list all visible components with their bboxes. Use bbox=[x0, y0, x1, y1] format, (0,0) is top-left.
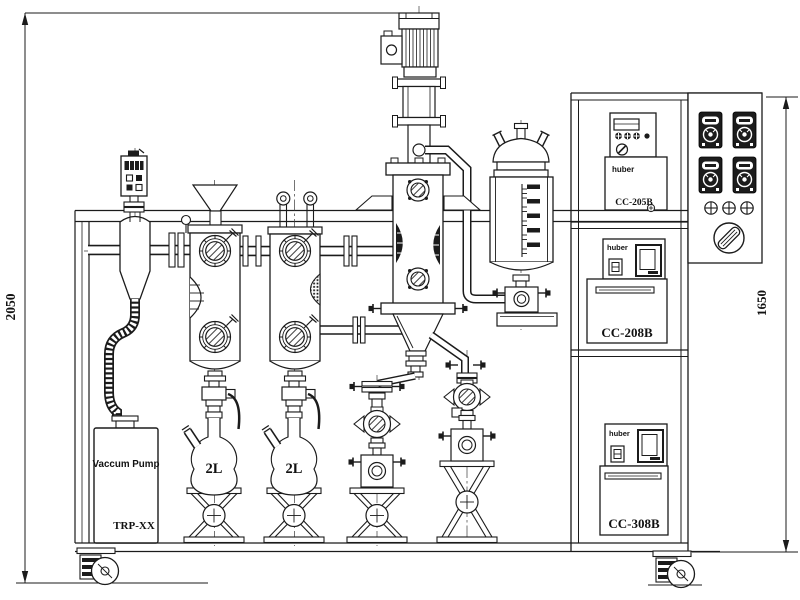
chiller-brand: huber bbox=[612, 165, 634, 174]
chiller-cc308b: huber CC-308B bbox=[599, 423, 669, 536]
vacuum-hose bbox=[104, 299, 140, 418]
support-shelf bbox=[496, 312, 558, 327]
chiller-brand: huber bbox=[609, 429, 630, 438]
feed-valve-block bbox=[491, 286, 552, 313]
main-power-knob bbox=[713, 222, 745, 254]
vacuum-line: Vaccum Pump TRP-XX bbox=[93, 148, 160, 544]
vent-port bbox=[276, 191, 291, 206]
drive-motor bbox=[380, 12, 446, 164]
feed-vessel bbox=[489, 122, 558, 327]
chiller-model-308b: CC-308B bbox=[608, 516, 660, 531]
discharge-stack-2 bbox=[428, 331, 498, 544]
scissor-jack-2 bbox=[263, 487, 325, 544]
panel-screw-2 bbox=[722, 201, 736, 215]
graduation-scale bbox=[521, 184, 540, 257]
panel-controller-1 bbox=[698, 111, 723, 149]
scissor-jack-1 bbox=[183, 487, 245, 544]
mount-bracket bbox=[443, 195, 482, 211]
level-gauge bbox=[189, 276, 202, 319]
chiller-cc208b: huber CC-208B bbox=[586, 238, 668, 344]
mount-bracket bbox=[354, 195, 393, 211]
evaporator-column bbox=[354, 157, 482, 378]
chiller-cc205b: huber CC-205B bbox=[604, 112, 668, 213]
dimension-1650-value: 1650 bbox=[754, 290, 769, 316]
discharge-stack-1 bbox=[346, 372, 416, 544]
receiving-flask-2 bbox=[262, 381, 319, 495]
feed-funnel bbox=[191, 184, 239, 212]
rotary-valve-2 bbox=[443, 379, 491, 412]
panel-screw-3 bbox=[740, 201, 754, 215]
control-panel bbox=[687, 92, 763, 264]
packing-detail bbox=[309, 272, 321, 307]
vacuum-pump-model: TRP-XX bbox=[113, 520, 155, 532]
condenser-2 bbox=[267, 191, 323, 382]
vacuum-pump-label: Vaccum Pump bbox=[93, 459, 160, 470]
discharge-vessel-1 bbox=[349, 455, 406, 487]
vacuum-gauge-controller bbox=[120, 148, 148, 213]
chiller-model-205b: CC-205B bbox=[615, 198, 653, 208]
panel-screw-1 bbox=[704, 201, 718, 215]
chiller-display bbox=[613, 118, 640, 131]
vent-port bbox=[303, 191, 318, 206]
chiller-model-208b: CC-208B bbox=[601, 325, 653, 340]
rotary-valve-1 bbox=[353, 406, 401, 439]
discharge-vessel-2 bbox=[439, 429, 496, 461]
dimension-2050-value: 2050 bbox=[3, 293, 18, 320]
panel-controller-3 bbox=[698, 156, 723, 194]
vacuum-pump: Vaccum Pump TRP-XX bbox=[93, 415, 160, 544]
panel-controller-2 bbox=[732, 111, 757, 149]
receiving-flask-1 bbox=[182, 381, 239, 495]
chiller-brand: huber bbox=[607, 243, 628, 252]
cold-trap bbox=[119, 212, 151, 300]
caster-wheel-left bbox=[76, 547, 120, 586]
panel-controller-4 bbox=[732, 156, 757, 194]
pipe-port-circle bbox=[180, 214, 192, 226]
condenser-1 bbox=[187, 184, 243, 382]
dimension-1650: 1650 bbox=[692, 96, 798, 553]
caster-wheel-right bbox=[652, 550, 696, 589]
